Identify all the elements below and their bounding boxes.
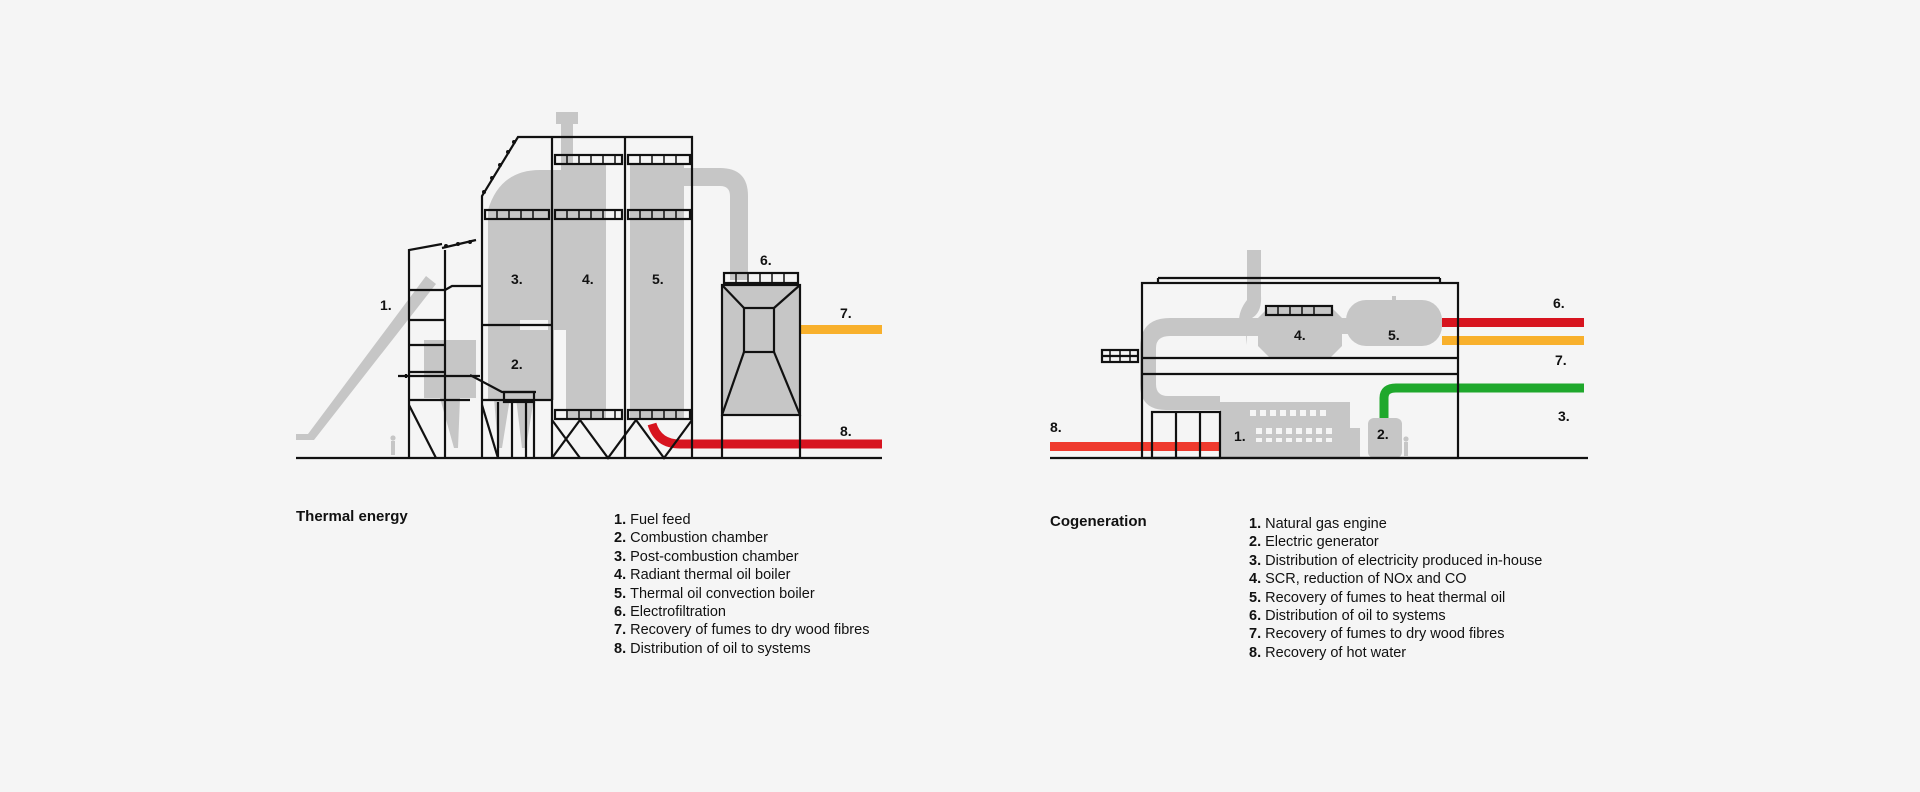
legend-item: 6.Distribution of oil to systems bbox=[1249, 607, 1542, 625]
convection-boiler bbox=[630, 165, 684, 420]
person-scale-figure bbox=[1404, 442, 1408, 456]
legend-text: Electric generator bbox=[1265, 534, 1379, 551]
thermal-label-4: 4. bbox=[582, 271, 594, 287]
legend-item: 2.Electric generator bbox=[1249, 533, 1542, 551]
thermal-title: Thermal energy bbox=[296, 508, 408, 525]
legend-item: 7.Recovery of fumes to dry wood fibres bbox=[614, 621, 869, 639]
legend-number: 2. bbox=[614, 530, 627, 547]
cogeneration-label-5: 5. bbox=[1388, 327, 1400, 343]
cogeneration-label-1: 1. bbox=[1234, 428, 1246, 444]
fumes-recovery-pipe bbox=[1442, 336, 1584, 345]
fume-recovery-cap bbox=[1392, 296, 1396, 302]
person-scale-figure bbox=[391, 441, 395, 455]
legend-item: 1.Fuel feed bbox=[614, 511, 869, 529]
scr-unit bbox=[1258, 306, 1342, 358]
legend-number: 7. bbox=[1249, 626, 1262, 643]
cogeneration-label-4: 4. bbox=[1294, 327, 1306, 343]
legend-item: 5.Thermal oil convection boiler bbox=[614, 585, 869, 603]
legend-number: 3. bbox=[1249, 552, 1262, 569]
legend-item: 2.Combustion chamber bbox=[614, 529, 869, 547]
duct-connector bbox=[1340, 318, 1350, 334]
thermal-label-1: 1. bbox=[380, 297, 392, 313]
legend-item: 6.Electrofiltration bbox=[614, 603, 869, 621]
legend-number: 6. bbox=[1249, 608, 1262, 625]
thermal-label-6: 6. bbox=[760, 252, 772, 268]
legend-text: Recovery of hot water bbox=[1265, 644, 1407, 661]
hot-water-pipe bbox=[1050, 442, 1220, 451]
legend-number: 5. bbox=[614, 585, 627, 602]
legend-text: Thermal oil convection boiler bbox=[630, 585, 815, 602]
legend-text: Combustion chamber bbox=[630, 530, 768, 547]
thermal-legend: 1.Fuel feed 2.Combustion chamber 3.Post-… bbox=[614, 511, 869, 658]
combustion-chamber bbox=[488, 330, 554, 400]
legend-item: 3.Post-combustion chamber bbox=[614, 548, 869, 566]
electricity-distribution-line bbox=[1379, 383, 1584, 418]
thermal-label-3: 3. bbox=[511, 271, 523, 287]
thermal-plant-drawing: 1. 2. 3. 4. 5. 6. 7. 8. bbox=[296, 112, 882, 460]
legend-text: Recovery of fumes to dry wood fibres bbox=[630, 622, 870, 639]
cogeneration-label-7: 7. bbox=[1555, 352, 1567, 368]
radiant-boiler bbox=[566, 165, 606, 420]
engine-base bbox=[1350, 428, 1360, 458]
legend-text: Distribution of oil to systems bbox=[1265, 608, 1446, 625]
fuel-feed-conveyor bbox=[296, 276, 436, 440]
cogeneration-label-2: 2. bbox=[1377, 426, 1389, 442]
legend-number: 4. bbox=[614, 567, 627, 584]
legend-item: 5.Recovery of fumes to heat thermal oil bbox=[1249, 589, 1542, 607]
hopper-cone bbox=[494, 398, 510, 448]
legend-number: 6. bbox=[614, 604, 627, 621]
legend-item: 8.Recovery of hot water bbox=[1249, 644, 1542, 662]
legend-number: 3. bbox=[614, 548, 627, 565]
oil-distribution-pipe bbox=[647, 422, 882, 449]
legend-item: 1.Natural gas engine bbox=[1249, 515, 1542, 533]
legend-number: 4. bbox=[1249, 571, 1262, 588]
cogeneration-label-6: 6. bbox=[1553, 295, 1565, 311]
legend-number: 1. bbox=[614, 512, 627, 528]
legend-item: 8.Distribution of oil to systems bbox=[614, 640, 869, 658]
legend-text: Recovery of fumes to heat thermal oil bbox=[1265, 589, 1506, 606]
legend-text: Recovery of fumes to dry wood fibres bbox=[1265, 626, 1505, 643]
legend-item: 3.Distribution of electricity produced i… bbox=[1249, 552, 1542, 570]
legend-number: 8. bbox=[1249, 644, 1262, 661]
fume-recovery-unit bbox=[1346, 300, 1442, 346]
legend-number: 7. bbox=[614, 622, 627, 639]
legend-text: SCR, reduction of NOx and CO bbox=[1265, 571, 1467, 588]
cogeneration-title: Cogeneration bbox=[1050, 513, 1147, 530]
person-scale-figure bbox=[1403, 436, 1409, 442]
electric-generator bbox=[1368, 418, 1402, 458]
legend-number: 2. bbox=[1249, 534, 1262, 551]
fumes-recovery-pipe bbox=[800, 325, 882, 334]
legend-number: 5. bbox=[1249, 589, 1262, 606]
legend-number: 8. bbox=[614, 640, 627, 657]
cogeneration-label-8: 8. bbox=[1050, 419, 1062, 435]
cogeneration-legend: 1.Natural gas engine 2.Electric generato… bbox=[1249, 515, 1542, 662]
thermal-label-2: 2. bbox=[511, 356, 523, 372]
legend-text: Electrofiltration bbox=[630, 604, 726, 621]
person-scale-figure bbox=[390, 435, 396, 441]
legend-text: Distribution of oil to systems bbox=[630, 640, 811, 657]
hopper-cone bbox=[424, 340, 476, 448]
exhaust-duct bbox=[1140, 318, 1260, 410]
legend-item: 4.Radiant thermal oil boiler bbox=[614, 566, 869, 584]
legend-item: 7.Recovery of fumes to dry wood fibres bbox=[1249, 625, 1542, 643]
legend-text: Fuel feed bbox=[630, 512, 691, 528]
flue-duct bbox=[684, 168, 748, 280]
cogeneration-label-3: 3. bbox=[1558, 408, 1570, 424]
thermal-label-8: 8. bbox=[840, 423, 852, 439]
electrofilter-body bbox=[722, 285, 800, 415]
thermal-label-7: 7. bbox=[840, 305, 852, 321]
legend-text: Distribution of electricity produced in-… bbox=[1265, 552, 1543, 569]
cogeneration-plant-drawing: 1. 2. 3. 4. 5. 6. 7. 8. bbox=[1050, 250, 1588, 460]
legend-text: Radiant thermal oil boiler bbox=[630, 567, 791, 584]
legend-text: Natural gas engine bbox=[1265, 516, 1387, 532]
legend-text: Post-combustion chamber bbox=[630, 548, 799, 565]
oil-distribution-pipe bbox=[1442, 318, 1584, 327]
legend-item: 4.SCR, reduction of NOx and CO bbox=[1249, 570, 1542, 588]
legend-number: 1. bbox=[1249, 516, 1262, 532]
thermal-label-5: 5. bbox=[652, 271, 664, 287]
chimney-cap bbox=[556, 112, 578, 124]
